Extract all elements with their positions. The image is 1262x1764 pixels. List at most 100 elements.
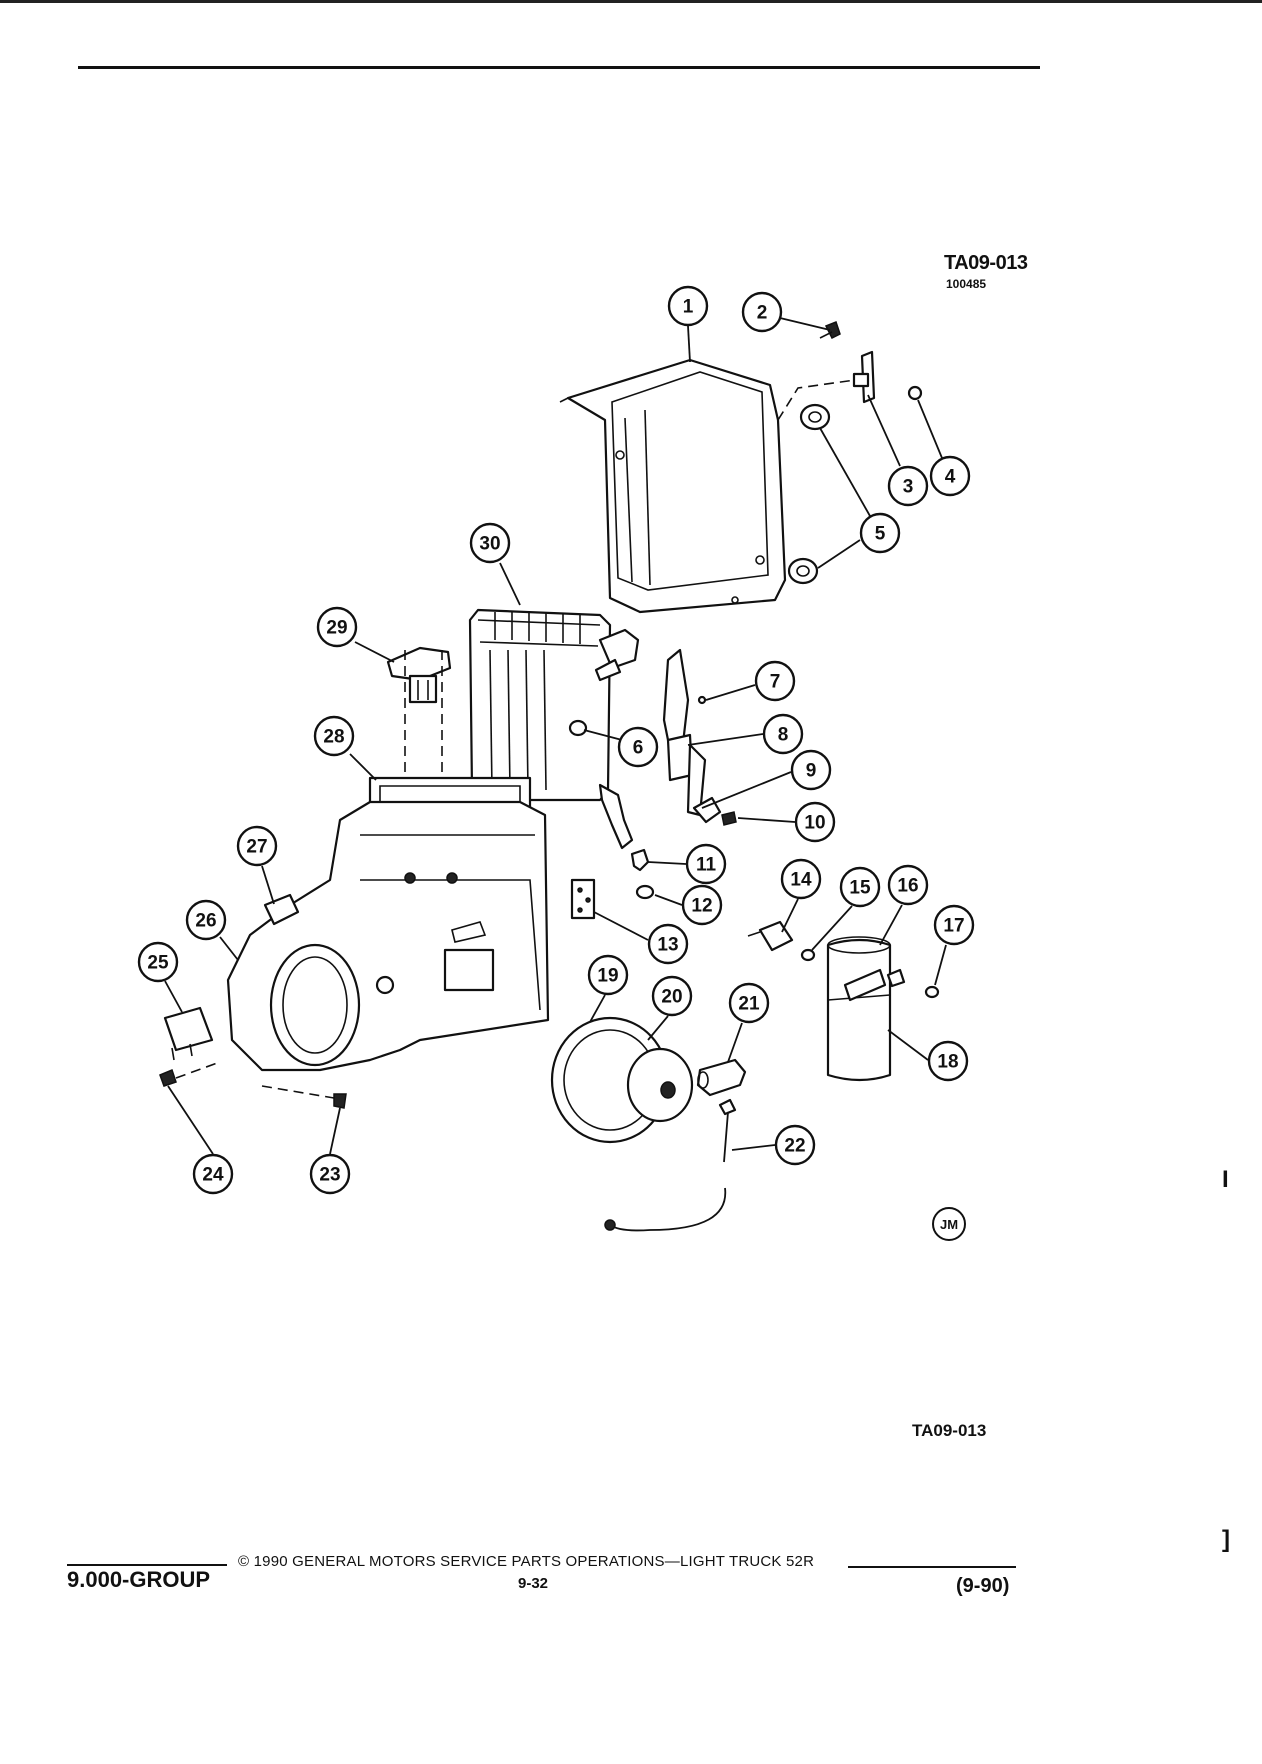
footer-copyright-rule	[848, 1566, 1016, 1568]
callout-number: 18	[937, 1052, 958, 1073]
callout-circle	[192, 1153, 234, 1195]
header-rule	[78, 66, 1040, 69]
callout-21: 21	[728, 982, 770, 1024]
callout-circle	[651, 975, 693, 1017]
callout-15: 15	[839, 866, 881, 908]
callout-14: 14	[780, 858, 822, 900]
callout-7: 7	[754, 660, 796, 702]
part-fitting-accumulator	[886, 968, 906, 988]
figure-code-bottom: TA09-013	[912, 1421, 987, 1440]
callout-circle	[774, 1124, 816, 1166]
part-blower-motor-20	[550, 1016, 694, 1144]
callout-number: 17	[943, 916, 964, 937]
callout-number: 30	[479, 534, 500, 555]
callout-circle	[754, 660, 796, 702]
callout-3: 3	[887, 465, 929, 507]
callout-circle	[929, 455, 971, 497]
callout-circle	[681, 884, 723, 926]
callout-number: 21	[738, 994, 760, 1015]
callout-circle	[236, 825, 278, 867]
part-grommets-5	[787, 403, 831, 585]
callout-circle	[685, 843, 727, 885]
margin-mark-2: ]	[1222, 1526, 1230, 1553]
callout-number: 19	[597, 966, 618, 987]
callout-8: 8	[762, 713, 804, 755]
part-plate-13	[570, 878, 596, 920]
margin-mark-1: I	[1222, 1166, 1229, 1193]
callout-number: 28	[323, 727, 344, 748]
part-oring-12	[635, 884, 655, 900]
callout-circle	[587, 954, 629, 996]
callout-number: 1	[683, 297, 694, 318]
part-screw-24	[159, 1068, 177, 1087]
footer-group: 9.000-GROUP	[67, 1567, 211, 1592]
callout-circle	[794, 801, 836, 843]
part-fitting-11	[630, 848, 650, 872]
part-case-cover	[559, 358, 787, 614]
callout-number: 27	[246, 837, 267, 858]
callout-circle	[887, 864, 929, 906]
assembly-line-screw-23	[261, 1085, 335, 1099]
leader-lines	[164, 317, 947, 1155]
part-accumulator-16	[826, 936, 892, 1082]
callout-number: 8	[778, 725, 789, 746]
callout-circle	[933, 904, 975, 946]
assembly-line-cover	[777, 379, 856, 421]
callout-12: 12	[681, 884, 723, 926]
callout-25: 25	[137, 941, 179, 983]
callout-number: 23	[319, 1165, 340, 1186]
part-oring-15	[800, 948, 816, 962]
callout-number: 11	[696, 855, 717, 876]
callout-circle	[469, 522, 511, 564]
callout-number: 9	[806, 761, 817, 782]
jm-mark: JM	[932, 1207, 966, 1241]
callout-number: 3	[903, 477, 914, 498]
callout-circle	[859, 512, 901, 554]
callout-13: 13	[647, 923, 689, 965]
part-actuator-29	[386, 646, 452, 704]
callout-1: 1	[667, 285, 709, 327]
callout-circle	[887, 465, 929, 507]
callout-10: 10	[794, 801, 836, 843]
footer-page-number: 9-32	[518, 1575, 549, 1592]
callout-5: 5	[859, 512, 901, 554]
callout-20: 20	[651, 975, 693, 1017]
part-resistor-3	[852, 350, 876, 404]
callout-11: 11	[685, 843, 727, 885]
callout-circle	[667, 285, 709, 327]
callout-circle	[741, 291, 783, 333]
callout-circle	[647, 923, 689, 965]
part-evaporator-core-30	[468, 608, 640, 850]
callout-circle	[316, 606, 358, 648]
callout-30: 30	[469, 522, 511, 564]
callout-number: 6	[633, 738, 644, 759]
assembly-line-screw-24	[175, 1061, 221, 1079]
callout-27: 27	[236, 825, 278, 867]
part-relay-25	[163, 1006, 214, 1061]
callout-29: 29	[316, 606, 358, 648]
callout-2: 2	[741, 291, 783, 333]
part-ground-wire-22	[604, 1098, 737, 1232]
callout-24: 24	[192, 1153, 234, 1195]
callout-circle	[790, 749, 832, 791]
callout-23: 23	[309, 1153, 351, 1195]
figure-sub-code: 100485	[946, 277, 987, 291]
callout-number: 29	[326, 618, 347, 639]
footer-date: (9-90)	[956, 1575, 1010, 1597]
callout-number: 5	[875, 524, 886, 545]
callout-number: 20	[661, 987, 682, 1008]
part-screw-23	[333, 1093, 347, 1109]
callout-number: 24	[202, 1165, 224, 1186]
callout-circle	[313, 715, 355, 757]
part-oring-17	[924, 985, 940, 999]
callout-number: 15	[849, 878, 871, 899]
part-nut-4	[907, 385, 923, 401]
callout-number: 14	[790, 870, 812, 891]
callout-6: 6	[617, 726, 659, 768]
figure-code-top: TA09-013	[944, 252, 1028, 274]
callout-number: 2	[757, 303, 768, 324]
callout-number: 25	[147, 953, 169, 974]
part-blower-housing-26	[226, 800, 550, 1072]
callout-circle	[309, 1153, 351, 1195]
